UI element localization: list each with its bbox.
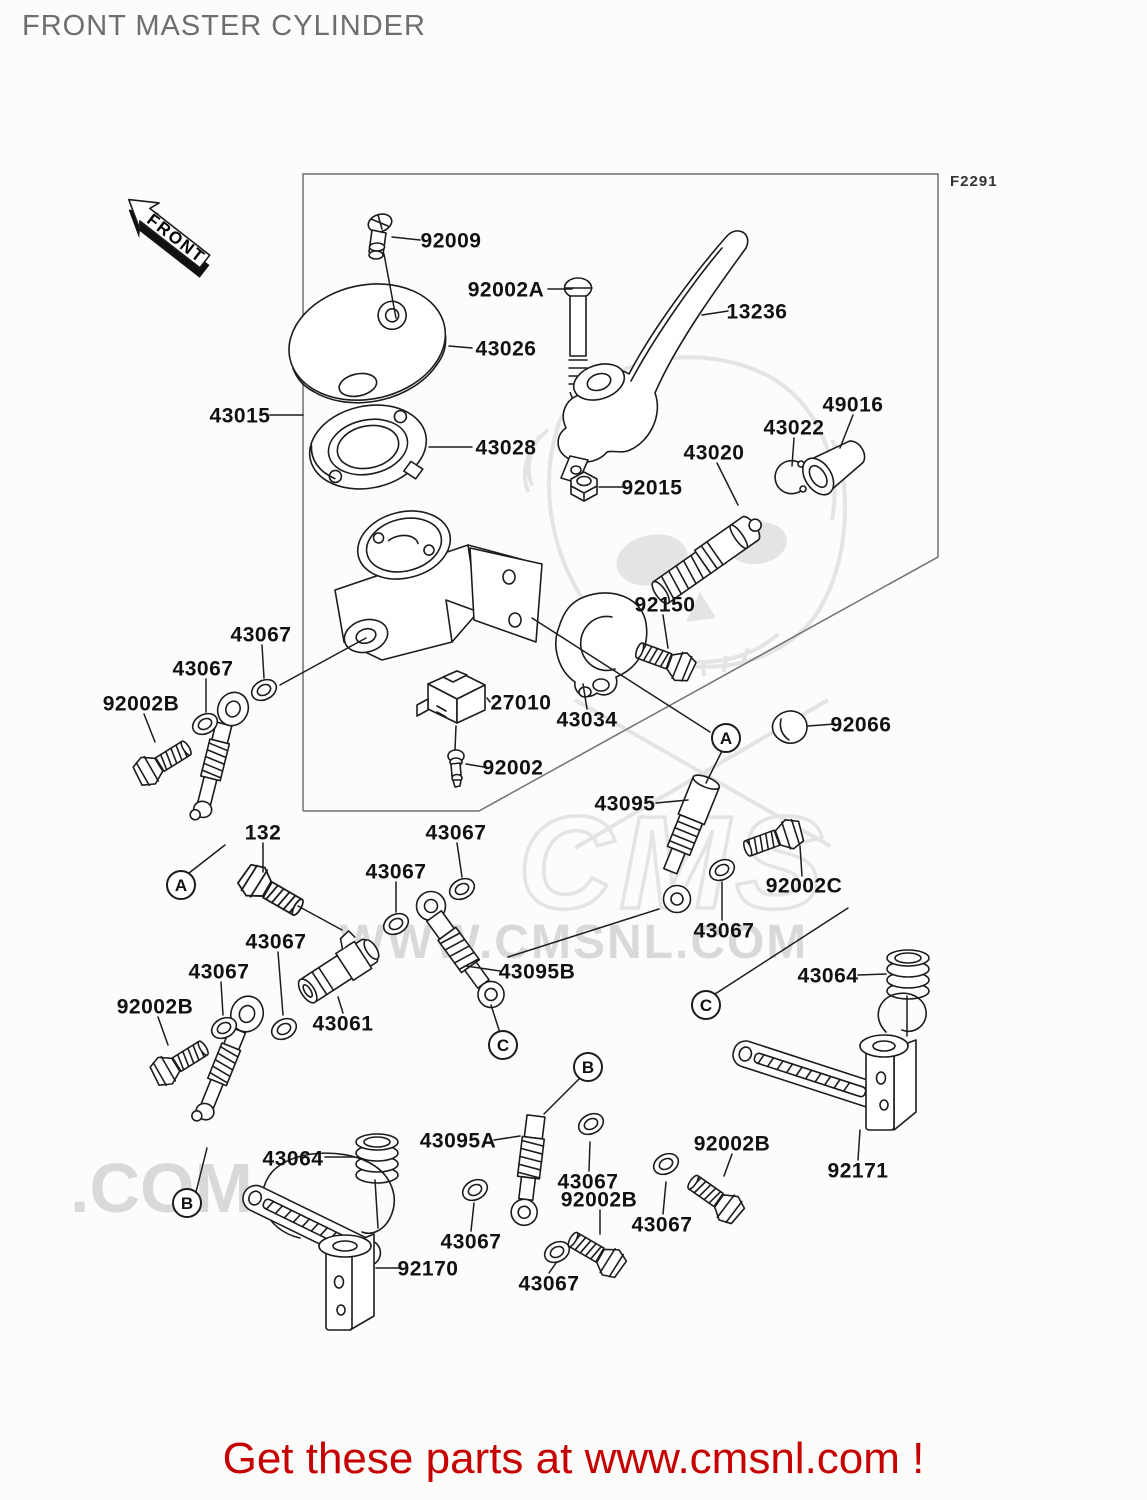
part-label-43067[interactable]: 43067 [519, 1273, 580, 1296]
part-label-92171[interactable]: 92171 [828, 1160, 889, 1183]
part-label-43020[interactable]: 43020 [684, 442, 745, 465]
callout-B: B [172, 1188, 202, 1218]
part-drawing-92066 [771, 710, 808, 744]
part-drawing-43067-washer [267, 1013, 301, 1045]
part-label-43067[interactable]: 43067 [694, 920, 755, 943]
callout-A: A [166, 870, 196, 900]
part-drawing-92002B [128, 732, 197, 792]
part-label-43067[interactable]: 43067 [558, 1171, 619, 1194]
part-drawing-49016 [801, 440, 866, 496]
svg-text:B: B [181, 1194, 193, 1213]
callouts-layer: A A B B C C [166, 723, 741, 1218]
part-label-43067[interactable]: 43067 [426, 822, 487, 845]
part-drawing-43015-body [334, 510, 543, 661]
part-label-13236[interactable]: 13236 [727, 301, 788, 324]
part-label-43067[interactable]: 43067 [173, 658, 234, 681]
part-label-43026[interactable]: 43026 [476, 338, 537, 361]
part-label-43061[interactable]: 43061 [313, 1013, 374, 1036]
footer-promo: Get these parts at www.cmsnl.com ! [222, 1434, 925, 1483]
svg-text:B: B [582, 1058, 594, 1077]
part-label-43022[interactable]: 43022 [764, 417, 825, 440]
part-drawing-92150 [630, 635, 699, 686]
part-drawing-43028 [308, 404, 428, 490]
part-drawing-92170 [242, 1152, 395, 1331]
callout-B: B [573, 1052, 603, 1082]
part-drawing-43061 [297, 930, 380, 1004]
callout-C: C [691, 990, 721, 1020]
part-drawing-43034 [555, 592, 648, 698]
part-drawing-13236 [557, 230, 749, 484]
part-drawing-92009 [367, 213, 393, 260]
part-label-43028[interactable]: 43028 [476, 437, 537, 460]
part-label-43067[interactable]: 43067 [632, 1214, 693, 1237]
part-drawing-43067-washer [574, 1108, 608, 1140]
page-title: FRONT MASTER CYLINDER [22, 10, 426, 42]
part-label-92009[interactable]: 92009 [421, 230, 482, 253]
callout-C: C [488, 1030, 518, 1060]
part-drawings [128, 213, 930, 1331]
part-labels-layer: 9200992002A13236430264301543028920154302… [103, 230, 892, 1296]
part-label-43067[interactable]: 43067 [441, 1231, 502, 1254]
part-drawing-43064 [355, 1133, 399, 1184]
part-drawing-92002B [145, 1032, 214, 1092]
part-label-43095B[interactable]: 43095B [499, 961, 576, 984]
part-drawing-43067-washer [458, 1174, 492, 1206]
front-arrow: FRONT [127, 198, 211, 278]
svg-text:A: A [720, 729, 732, 748]
part-drawing-92171 [732, 992, 927, 1131]
part-drawing-43067-washer [445, 873, 479, 905]
callout-A: A [711, 723, 741, 753]
part-drawing-132 [233, 858, 311, 924]
part-label-132[interactable]: 132 [245, 822, 282, 845]
part-label-92066[interactable]: 92066 [831, 714, 892, 737]
diagram-frame: F2291 [302, 173, 998, 812]
site-watermark-fragment: .COM [70, 1149, 253, 1227]
part-label-92170[interactable]: 92170 [398, 1258, 459, 1281]
part-drawing-27010 [416, 670, 486, 724]
part-label-43067[interactable]: 43067 [189, 961, 250, 984]
part-label-49016[interactable]: 49016 [823, 394, 884, 417]
part-label-43067[interactable]: 43067 [366, 861, 427, 884]
part-drawing-43026 [288, 283, 447, 404]
part-label-43064[interactable]: 43064 [798, 965, 859, 988]
part-drawing-front-hose-b [191, 995, 265, 1122]
part-label-43067[interactable]: 43067 [246, 931, 307, 954]
svg-text:C: C [497, 1036, 509, 1055]
part-label-92002B[interactable]: 92002B [561, 1189, 638, 1212]
part-label-43095[interactable]: 43095 [595, 793, 656, 816]
part-drawing-43095A [510, 1114, 546, 1227]
part-label-43015[interactable]: 43015 [210, 405, 271, 428]
part-drawing-92015 [570, 471, 598, 502]
svg-text:C: C [700, 996, 712, 1015]
part-label-27010[interactable]: 27010 [491, 692, 552, 715]
part-drawing-43064 [886, 949, 930, 1000]
part-label-92015[interactable]: 92015 [622, 477, 683, 500]
part-drawing-front-hose-a [189, 691, 250, 821]
svg-text:A: A [175, 876, 187, 895]
part-label-92002C[interactable]: 92002C [766, 875, 843, 898]
site-watermark: WWW.CMSNL.COM [340, 916, 809, 969]
part-label-43067[interactable]: 43067 [231, 624, 292, 647]
part-drawing-43022 [774, 459, 807, 495]
part-label-92002B[interactable]: 92002B [103, 693, 180, 716]
part-label-43095A[interactable]: 43095A [420, 1130, 497, 1153]
part-label-92002B[interactable]: 92002B [694, 1133, 771, 1156]
part-drawing-43095 [662, 774, 721, 914]
part-label-43064[interactable]: 43064 [263, 1148, 324, 1171]
figure-code: F2291 [950, 173, 998, 190]
part-drawing-43067-washer [649, 1148, 683, 1180]
part-label-92002[interactable]: 92002 [483, 757, 544, 780]
part-drawing-43095B [415, 890, 505, 1009]
part-label-92002A[interactable]: 92002A [468, 279, 545, 302]
part-drawing-92002 [447, 749, 465, 788]
part-label-43034[interactable]: 43034 [557, 709, 618, 732]
part-drawing-43020 [651, 515, 762, 605]
leader-lines [143, 236, 908, 1274]
part-label-92150[interactable]: 92150 [635, 594, 696, 617]
part-drawing-43067-washer [247, 674, 281, 706]
part-label-92002B[interactable]: 92002B [117, 996, 194, 1019]
